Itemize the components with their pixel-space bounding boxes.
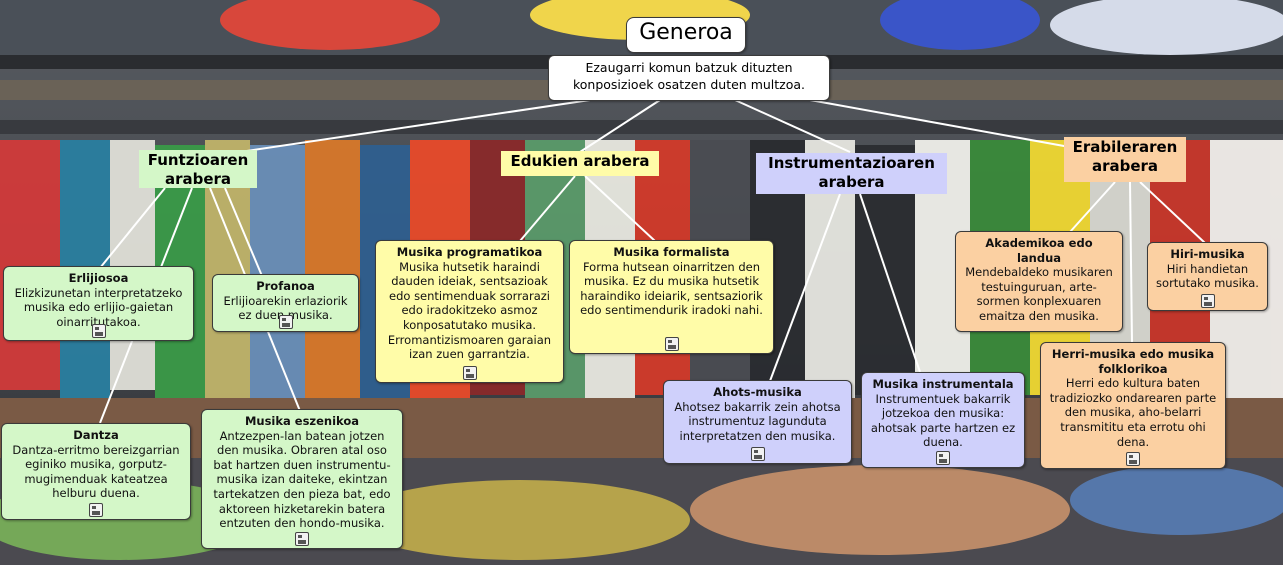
category-erabilera[interactable]: Erabileraren arabera bbox=[1064, 137, 1186, 182]
node-profanoa[interactable]: Profanoa Erlijioarekin erlaziorik ez due… bbox=[212, 274, 359, 332]
node-erlijiosoa[interactable]: Erlijiosoa Elizkizunetan interpretatzeko… bbox=[3, 266, 194, 341]
note-icon[interactable] bbox=[89, 503, 103, 517]
note-icon[interactable] bbox=[462, 366, 477, 380]
category-edukia[interactable]: Edukien arabera bbox=[501, 151, 659, 176]
category-edukia-label: Edukien arabera bbox=[510, 152, 650, 170]
root-title-text: Generoa bbox=[639, 20, 733, 45]
node-herria[interactable]: Herri-musika edo musika folklorikoa Herr… bbox=[1040, 342, 1226, 469]
node-eszenikoa-title: Musika eszenikoa bbox=[244, 414, 360, 428]
note-icon[interactable] bbox=[664, 337, 679, 351]
node-dantza[interactable]: Dantza Dantza-erritmo bereizgarrian egin… bbox=[1, 423, 191, 520]
node-instrumentala[interactable]: Musika instrumentala Instrumentuek bakar… bbox=[861, 372, 1025, 468]
node-programatikoa-title: Musika programatikoa bbox=[396, 245, 543, 259]
note-icon[interactable] bbox=[278, 315, 293, 329]
node-formalista-title: Musika formalista bbox=[613, 245, 730, 259]
node-erlijiosoa-text: Elizkizunetan interpretatzeko musika edo… bbox=[14, 285, 183, 329]
node-instrumentala-title: Musika instrumentala bbox=[872, 377, 1014, 391]
category-instrumentazioa-label: Instrumentazioaren arabera bbox=[768, 154, 935, 191]
node-dantza-text: Dantza-erritmo bereizgarrian eginiko mus… bbox=[12, 442, 180, 501]
node-akademikoa-text: Mendebaldeko musikaren testuinguruan, ar… bbox=[965, 265, 1113, 323]
node-hiria-title: Hiri-musika bbox=[1170, 247, 1245, 261]
note-icon[interactable] bbox=[1200, 294, 1215, 308]
node-akademikoa-title: Akademikoa edo landua bbox=[985, 236, 1093, 265]
note-icon[interactable] bbox=[1126, 452, 1140, 466]
category-erabilera-label: Erabileraren arabera bbox=[1072, 138, 1178, 175]
node-programatikoa[interactable]: Musika programatikoa Musika hutsetik har… bbox=[375, 240, 564, 383]
note-icon[interactable] bbox=[295, 532, 309, 546]
node-akademikoa[interactable]: Akademikoa edo landua Mendebaldeko musik… bbox=[955, 231, 1123, 332]
root-definition[interactable]: Ezaugarri komun batzuk dituzten konposiz… bbox=[548, 55, 830, 101]
node-programatikoa-text: Musika hutsetik haraindi dauden ideiak, … bbox=[387, 259, 552, 362]
node-ahotsa[interactable]: Ahots-musika Ahotsez bakarrik zein ahots… bbox=[663, 380, 852, 464]
node-ahotsa-text: Ahotsez bakarrik zein ahotsa instrumentu… bbox=[674, 399, 841, 443]
node-eszenikoa-text: Antzezpen-lan batean jotzen den musika. … bbox=[213, 428, 391, 531]
node-erlijiosoa-title: Erlijiosoa bbox=[68, 271, 129, 285]
note-icon[interactable] bbox=[91, 324, 106, 338]
node-formalista-text: Forma hutsean oinarritzen den musika. Ez… bbox=[580, 259, 763, 318]
node-herria-title: Herri-musika edo musika folklorikoa bbox=[1051, 347, 1215, 376]
category-funtzioa-label: Funtzioaren arabera bbox=[147, 151, 249, 188]
node-formalista[interactable]: Musika formalista Forma hutsean oinarrit… bbox=[569, 240, 774, 354]
root-definition-text: Ezaugarri komun batzuk dituzten konposiz… bbox=[572, 60, 806, 92]
node-hiria-text: Hiri handietan sortutako musika. bbox=[1156, 261, 1259, 291]
category-funtzioa[interactable]: Funtzioaren arabera bbox=[139, 150, 257, 188]
node-eszenikoa[interactable]: Musika eszenikoa Antzezpen-lan batean jo… bbox=[201, 409, 403, 549]
note-icon[interactable] bbox=[750, 447, 765, 461]
note-icon[interactable] bbox=[936, 451, 950, 465]
node-herria-text: Herri edo kultura baten tradiziozko onda… bbox=[1049, 376, 1217, 449]
node-hiria[interactable]: Hiri-musika Hiri handietan sortutako mus… bbox=[1147, 242, 1268, 311]
node-ahotsa-title: Ahots-musika bbox=[713, 385, 802, 399]
category-instrumentazioa[interactable]: Instrumentazioaren arabera bbox=[756, 153, 947, 194]
root-title[interactable]: Generoa bbox=[626, 17, 746, 53]
node-dantza-title: Dantza bbox=[73, 428, 119, 442]
node-instrumentala-text: Instrumentuek bakarrik jotzekoa den musi… bbox=[870, 391, 1016, 450]
node-profanoa-title: Profanoa bbox=[256, 279, 315, 293]
